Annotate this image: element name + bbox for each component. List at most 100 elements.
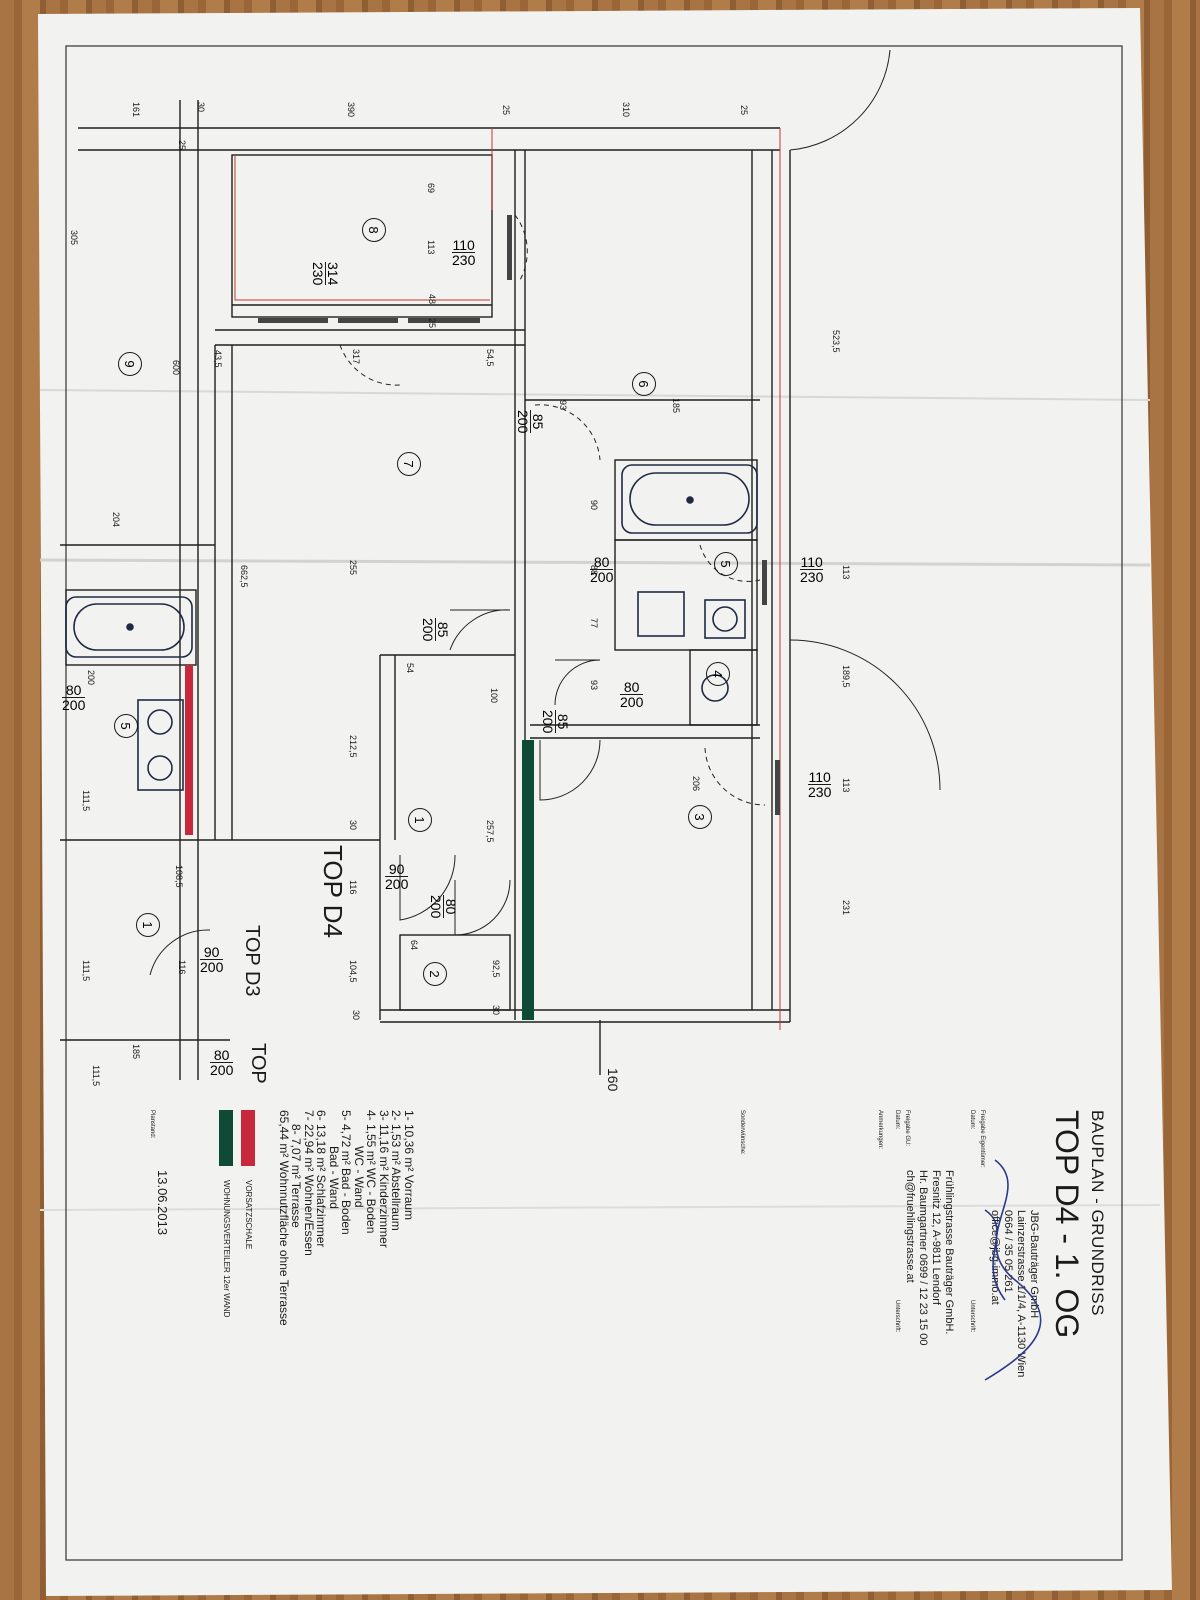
legend-key-red <box>241 1110 255 1166</box>
planstand-date: 13.06.2013 <box>155 1170 170 1236</box>
label-unterschrift-2: Unterschrift: <box>894 1300 900 1333</box>
unit-label: TOP <box>247 1043 269 1084</box>
dimension-label: 25 <box>739 105 749 116</box>
dimension-label: 160 <box>605 1068 621 1092</box>
dimension-label: 111,5 <box>81 790 91 812</box>
dimension-label: 108,5 <box>174 865 184 888</box>
label-datum-2: Datum: <box>894 1110 900 1130</box>
dimension-label: 100 <box>489 688 499 704</box>
dimension-label: 64 <box>409 940 419 951</box>
dimension-label: 93 <box>558 400 568 411</box>
label-datum: Datum: <box>969 1110 975 1130</box>
dimension-label: 185 <box>131 1044 141 1060</box>
dimension-label: 92,5 <box>491 960 501 978</box>
label-unterschrift: Unterschrift: <box>969 1300 975 1333</box>
label-anmerkungen: Anmerkungen: <box>877 1110 883 1150</box>
dimension-label: 231 <box>841 900 851 916</box>
builder-block: Frühlingstrasse Bauträger GmbH. Fresnitz… <box>904 1170 955 1346</box>
dimension-label: 25 <box>177 140 187 151</box>
dimension-label: 77 <box>589 618 599 629</box>
dimension-label: 25 <box>427 318 437 329</box>
room-number: 7 <box>397 452 421 476</box>
dimension-label: 113 <box>841 778 851 793</box>
room-legend: 1- 10,36 m² Vorraum 2- 1,53 m² Abstellra… <box>277 1110 416 1326</box>
dimension-label: 54,5 <box>485 349 495 367</box>
room-number: 8 <box>362 218 386 242</box>
dimension-label: 523,5 <box>831 330 841 353</box>
dimension-label: 116 <box>177 960 187 975</box>
legend-key-red-label: VORSATZSCHALE <box>244 1180 253 1250</box>
dimension-label: 90 <box>589 500 599 511</box>
dimension-label: 111,5 <box>91 1065 101 1087</box>
label-freigabe-gu: Freigabe GU: <box>904 1110 910 1147</box>
legend-key-green-label: WOHNUNGSVERTEILER 12er WAND <box>222 1180 231 1318</box>
dimension-label: 600 <box>171 360 181 376</box>
paper <box>38 8 1172 1596</box>
label-sonderwuensche: Sonderwünsche: <box>739 1110 745 1155</box>
unit-label: TOP D3 <box>241 925 263 997</box>
dimension-label: 30 <box>348 820 358 831</box>
door-swings <box>339 214 766 806</box>
facing-shell-marker <box>185 665 193 835</box>
dimension-label: 310 <box>621 102 631 118</box>
dimension-label: 111,5 <box>81 960 91 982</box>
room-number: 1 <box>408 808 432 832</box>
room-number: 6 <box>632 372 656 396</box>
dimension-label: 116 <box>348 880 358 895</box>
dimension-label: 317 <box>351 349 361 365</box>
dimension-label: 200 <box>86 670 96 686</box>
room-number: 1 <box>136 913 160 937</box>
room-number: 2 <box>423 962 447 986</box>
dimension-label: 113 <box>841 565 851 580</box>
dimension-label: 189,5 <box>841 665 851 688</box>
label-freigabe-eigentuemer: Freigabe Eigentümer: <box>979 1110 985 1168</box>
label-planstand: Planstand: <box>149 1110 155 1139</box>
dimension-label: 206 <box>691 776 701 792</box>
legend-key-green <box>219 1110 233 1166</box>
room-number: 4 <box>706 662 730 686</box>
dimension-label: 93 <box>589 680 599 691</box>
dimension-label: 212,5 <box>348 735 358 758</box>
sanitary-fixtures <box>65 464 758 791</box>
dimension-label: 30 <box>196 102 206 113</box>
room-number: 5 <box>714 552 738 576</box>
title-block: BAUPLAN - GRUNDRISS TOP D4 - 1. OG JBG-B… <box>105 1090 1115 1550</box>
dimension-label: 255 <box>348 560 358 576</box>
dimension-label: 257,5 <box>485 820 495 843</box>
dimension-label: 390 <box>346 102 356 118</box>
dimension-label: 30 <box>351 1010 361 1021</box>
dimension-label: 30 <box>491 1005 501 1016</box>
dimension-label: 161 <box>131 102 141 118</box>
dimension-label: 204 <box>111 512 121 528</box>
dimension-label: 113 <box>426 240 436 255</box>
dimension-label: 54 <box>405 663 415 674</box>
dimension-label: 69 <box>426 183 436 194</box>
dimension-label: 48 <box>427 294 437 305</box>
dimension-label: 185 <box>671 398 681 414</box>
dimension-label: 43,5 <box>213 350 223 368</box>
plan-heading: BAUPLAN - GRUNDRISS <box>1088 1110 1107 1316</box>
room-number: 5 <box>114 714 138 738</box>
dimension-label: 305 <box>69 230 79 246</box>
distribution-wall-marker <box>522 740 534 1020</box>
room-number: 9 <box>118 352 142 376</box>
dimension-label: 25 <box>501 105 511 116</box>
signature-scribble <box>984 1159 1042 1381</box>
unit-label: TOP D4 <box>318 845 348 938</box>
dimension-label: 104,5 <box>348 960 358 983</box>
room-number: 3 <box>688 805 712 829</box>
